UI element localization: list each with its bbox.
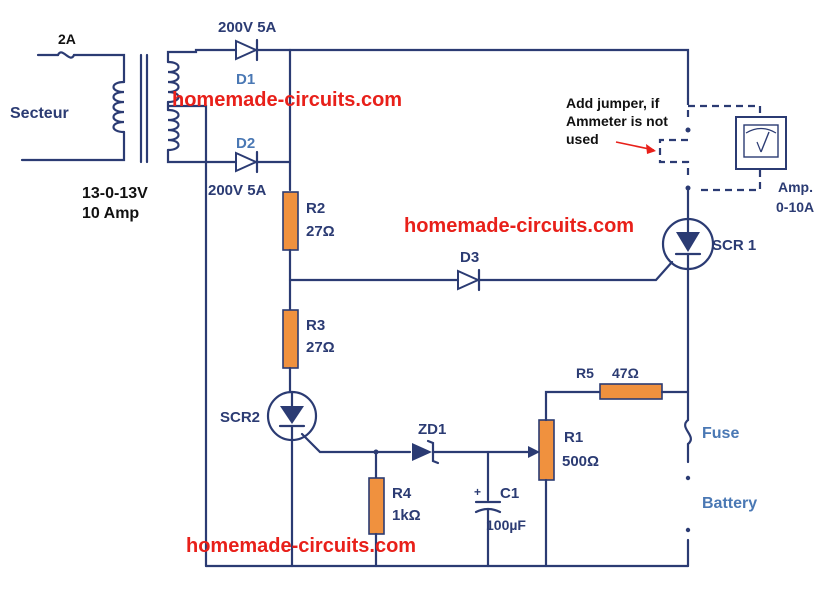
transformer-current: 10 Amp xyxy=(82,205,139,222)
diode-d3 xyxy=(288,260,674,292)
mains-label: Secteur xyxy=(10,105,69,122)
resistor-r5 xyxy=(599,383,690,400)
r4-label: R4 xyxy=(392,485,412,502)
r2-label: R2 xyxy=(306,200,325,217)
d3-label: D3 xyxy=(460,249,479,266)
fuse-label: Fuse xyxy=(702,425,739,442)
ammeter-jumper xyxy=(658,98,762,192)
r3-value: 27Ω xyxy=(306,339,335,356)
d2-label: D2 xyxy=(236,135,255,152)
resistor-r3 xyxy=(282,309,299,394)
resistor-r4 xyxy=(368,449,385,568)
note-arrow xyxy=(615,141,656,154)
battery-label: Battery xyxy=(702,495,757,512)
r2-value: 27Ω xyxy=(306,223,335,240)
scr1 xyxy=(661,186,715,394)
watermark-top: homemade-circuits.com xyxy=(172,89,402,111)
primary-circuit xyxy=(20,51,126,162)
svg-text:+: + xyxy=(474,485,481,499)
scr2 xyxy=(266,390,412,568)
r5-label: R5 xyxy=(576,365,594,381)
diode-d2 xyxy=(235,150,292,174)
resistor-r2 xyxy=(282,191,299,312)
r4-value: 1kΩ xyxy=(392,507,421,524)
output-fuse xyxy=(684,390,692,481)
diode-d1 xyxy=(235,38,292,62)
potentiometer-r1 xyxy=(528,390,602,568)
scr1-label: SCR 1 xyxy=(712,237,756,254)
battery-terminals xyxy=(685,527,691,568)
ammeter-range: 0-10A xyxy=(776,199,814,215)
watermark-bottom: homemade-circuits.com xyxy=(186,535,416,557)
transformer-voltage: 13-0-13V xyxy=(82,185,148,202)
note-line-2: Ammeter is not xyxy=(566,113,668,129)
positive-rail xyxy=(288,48,691,192)
d1-label: D1 xyxy=(236,71,255,88)
scr2-label: SCR2 xyxy=(220,409,260,426)
secondary-coil xyxy=(166,48,238,568)
r3-label: R3 xyxy=(306,317,325,334)
d1-rating: 200V 5A xyxy=(218,19,277,36)
transformer-core xyxy=(139,53,149,164)
primary-coil xyxy=(112,80,126,134)
input-fuse-label: 2A xyxy=(58,31,76,47)
ammeter-label: Amp. xyxy=(778,179,813,195)
r1-label: R1 xyxy=(564,429,583,446)
note-line-1: Add jumper, if xyxy=(566,95,660,111)
r1-value: 500Ω xyxy=(562,453,599,470)
c1-label: C1 xyxy=(500,485,519,502)
capacitor-c1: + xyxy=(474,450,502,568)
note-line-3: used xyxy=(566,131,599,147)
r5-value: 47Ω xyxy=(612,365,639,381)
c1-value: 100µF xyxy=(486,517,526,533)
zener-zd1 xyxy=(412,439,538,465)
ammeter xyxy=(735,116,787,170)
zd1-label: ZD1 xyxy=(418,421,446,438)
d2-rating: 200V 5A xyxy=(208,182,267,199)
watermark-middle: homemade-circuits.com xyxy=(404,215,634,237)
